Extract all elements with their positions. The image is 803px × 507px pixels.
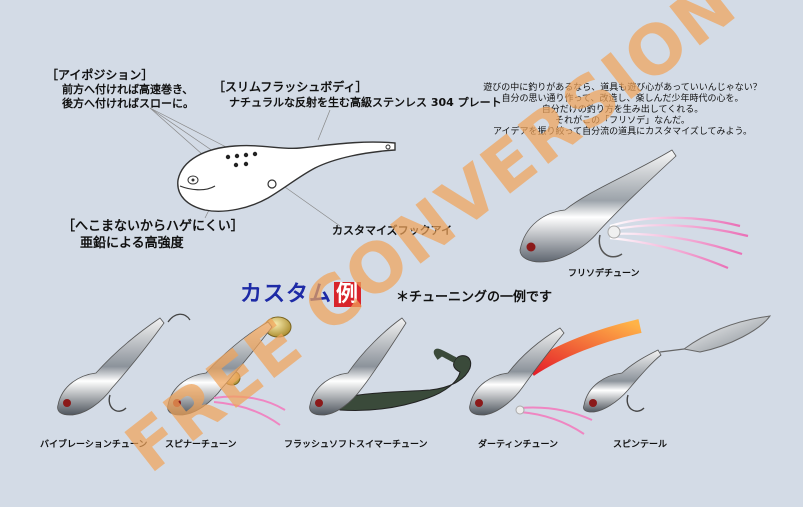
lure-spinner — [167, 316, 292, 426]
copy-line-1: 遊びの中に釣りがあるなら、道具も遊び心があっていいんじゃない？ — [483, 83, 762, 93]
custom-note: ＊チューニングの一例です — [396, 290, 553, 305]
zinc-line-1: 亜鉛による高強度 — [80, 236, 184, 251]
variant-caption-soft-swimmer: フラッシュソフトスイマーチューン — [284, 440, 428, 450]
eye-position-line-2: 後方へ付ければスローに。 — [62, 97, 194, 110]
eye-position-line-1: 前方へ付ければ高速巻き、 — [62, 83, 194, 96]
zinc-label: ［へこまないからハゲにくい］ — [62, 219, 244, 234]
variant-caption-spinner: スピナーチューン — [165, 440, 237, 450]
variant-caption-vibration: バイブレーションチューン — [40, 440, 148, 450]
lure-dirty — [469, 319, 642, 435]
lure-vibration — [57, 313, 191, 416]
variant-caption-dirty: ダーティンチューン — [478, 440, 559, 450]
featured-caption: フリソデチューン — [568, 269, 640, 279]
slim-body-label: ［スリムフラッシュボディ］ — [213, 80, 368, 94]
copy-line-2: 自分の思い通り作って、改造し、楽しんだ少年時代の心を。 — [501, 94, 744, 104]
intro-copy: 遊びの中に釣りがあるなら、道具も遊び心があっていいんじゃない？ 自分の思い通り作… — [460, 83, 785, 138]
slim-body-line-1: ナチュラルな反射を生む高級ステンレス 304 プレート — [229, 96, 502, 109]
copy-line-4: それがこの「フリソデ」なんだ。 — [555, 116, 690, 126]
lure-spin-tail — [583, 315, 772, 413]
eye-position-label: ［アイポジション］ — [46, 68, 154, 82]
hook-eye-label: カスタマイズフックアイ — [332, 224, 453, 237]
custom-heading-accent: 例 — [334, 282, 362, 307]
copy-line-3: 自分だけの釣り方を生み出してくれる。 — [541, 105, 704, 115]
copy-line-5: アイデアを振り絞って自分流の道具にカスタマイズしてみよう。 — [492, 127, 753, 137]
custom-heading-main: カスタム — [240, 282, 333, 307]
variant-caption-spin-tail: スピンテール — [613, 440, 668, 450]
lure-soft-swimmer — [309, 317, 472, 416]
custom-heading: カスタム例 — [240, 276, 362, 308]
